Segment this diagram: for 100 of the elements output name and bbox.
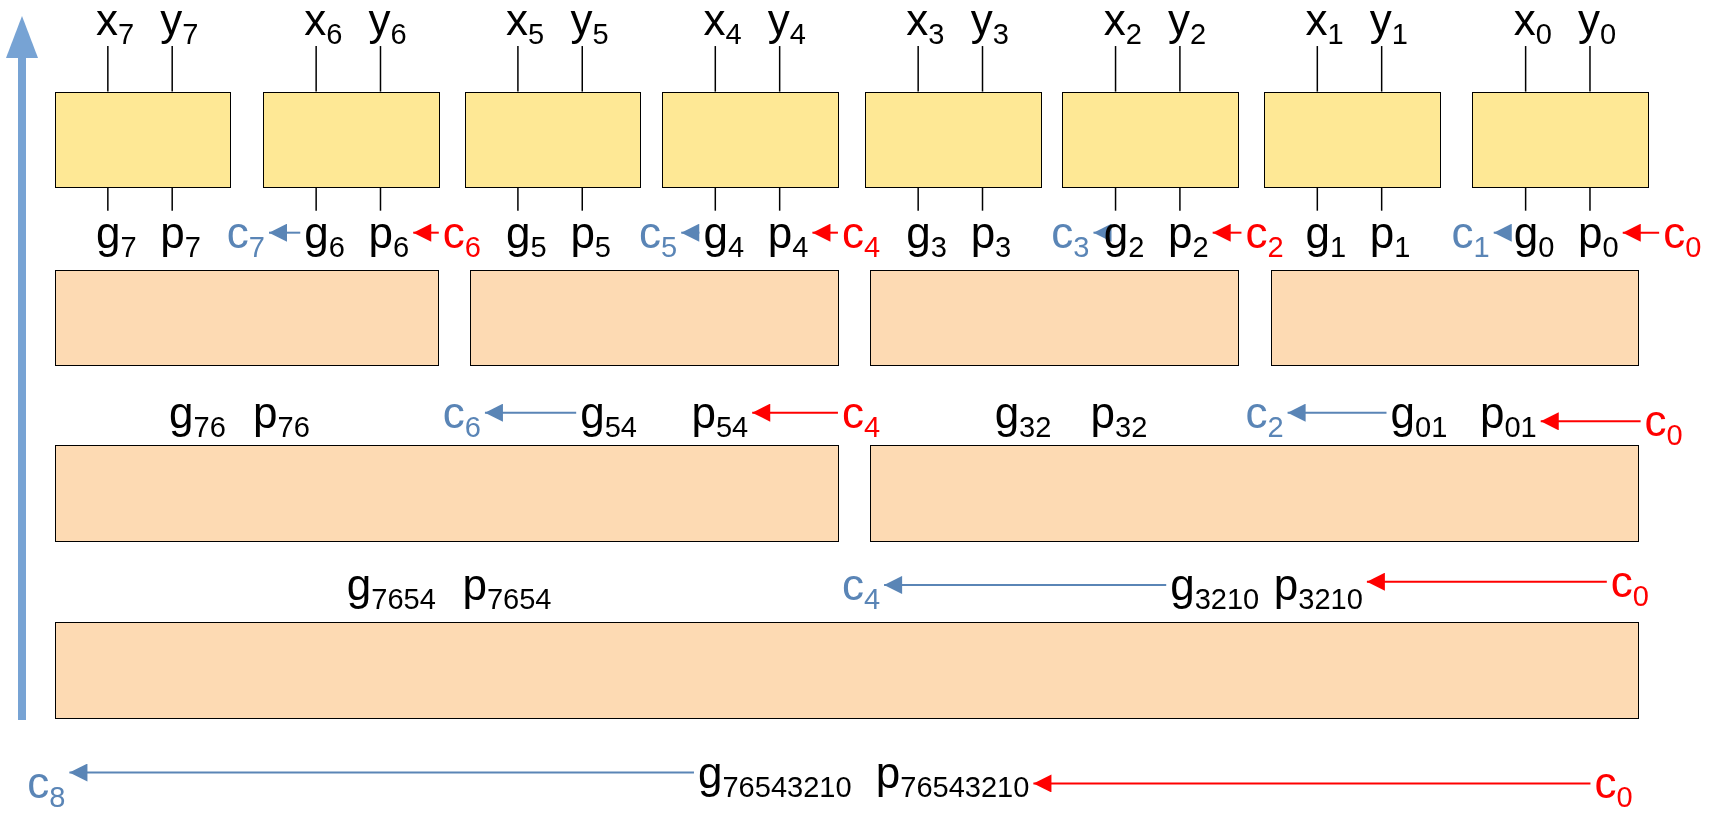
connector-line bbox=[917, 186, 919, 212]
signal-label: p$_{01}$ bbox=[1479, 390, 1537, 435]
bit-block bbox=[54, 91, 232, 188]
signal-label: x$_{6}$ bbox=[304, 0, 343, 43]
carry-label: c$_{4}$ bbox=[841, 390, 881, 435]
bit-block bbox=[662, 91, 839, 188]
signal-label: x$_{0}$ bbox=[1513, 0, 1552, 43]
carry-label: c$_{8}$ bbox=[27, 761, 66, 806]
connector-line bbox=[1179, 45, 1181, 93]
connector-line bbox=[379, 45, 382, 93]
arrow bbox=[1365, 572, 1608, 591]
connector-line bbox=[107, 45, 109, 93]
connector-line bbox=[1380, 45, 1383, 93]
arrow bbox=[1539, 412, 1642, 431]
signal-label: p$_{2}$ bbox=[1168, 210, 1209, 255]
bit-block bbox=[464, 91, 642, 188]
connector-line bbox=[315, 45, 317, 93]
bit-block bbox=[262, 91, 440, 188]
signal-label: p$_{0}$ bbox=[1578, 210, 1619, 255]
connector-line bbox=[1114, 45, 1117, 93]
signal-label: g$_{4}$ bbox=[703, 210, 745, 255]
group-block bbox=[870, 444, 1640, 542]
signal-label: g$_{32}$ bbox=[994, 390, 1052, 435]
signal-label: y$_{2}$ bbox=[1168, 0, 1207, 43]
group-block bbox=[54, 270, 440, 367]
carry-label: c$_{1}$ bbox=[1451, 210, 1490, 255]
signal-label: x$_{3}$ bbox=[906, 0, 945, 43]
arrow bbox=[1492, 223, 1512, 242]
arrow bbox=[883, 575, 1168, 594]
group-block bbox=[1270, 270, 1640, 367]
arrow bbox=[68, 763, 695, 782]
connector-line bbox=[171, 45, 173, 93]
connector-line bbox=[517, 186, 519, 212]
arrow bbox=[680, 223, 701, 242]
arrow bbox=[1092, 223, 1112, 242]
signal-label: g$_{0}$ bbox=[1513, 210, 1555, 255]
arrow bbox=[1211, 223, 1243, 242]
carry-label: c$_{6}$ bbox=[442, 210, 481, 255]
arrow bbox=[1286, 403, 1388, 422]
signal-label: g$_{01}$ bbox=[1390, 390, 1448, 435]
connector-line bbox=[917, 45, 919, 93]
signal-label: g$_{2}$ bbox=[1103, 210, 1145, 255]
signal-label: g$_{3}$ bbox=[906, 210, 947, 255]
group-block bbox=[54, 621, 1640, 719]
carry-label: c$_{4}$ bbox=[841, 210, 881, 255]
connector-line bbox=[517, 45, 519, 93]
signal-label: x$_{5}$ bbox=[506, 0, 545, 43]
signal-label: p$_{76}$ bbox=[253, 390, 310, 435]
signal-label: p$_{76543210}$ bbox=[875, 750, 1030, 795]
signal-label: y$_{3}$ bbox=[970, 0, 1009, 43]
signal-label: y$_{1}$ bbox=[1369, 0, 1408, 43]
carry-label: c$_{3}$ bbox=[1051, 210, 1090, 255]
connector-line bbox=[714, 186, 717, 212]
signal-label: y$_{7}$ bbox=[160, 0, 199, 43]
connector-line bbox=[1316, 186, 1319, 212]
connector-line bbox=[1589, 45, 1591, 93]
signal-label: g$_{54}$ bbox=[580, 390, 637, 435]
signal-label: x$_{2}$ bbox=[1103, 0, 1142, 43]
signal-label: g$_{6}$ bbox=[304, 210, 345, 255]
signal-label: g$_{7}$ bbox=[95, 210, 137, 255]
carry-label: c$_{5}$ bbox=[639, 210, 678, 255]
arrow bbox=[412, 223, 440, 242]
signal-label: y$_{5}$ bbox=[570, 0, 609, 43]
signal-label: p$_{4}$ bbox=[767, 210, 809, 255]
signal-label: x$_{4}$ bbox=[703, 0, 742, 43]
arrow bbox=[811, 223, 839, 242]
connector-line bbox=[981, 45, 984, 93]
signal-label: p$_{7}$ bbox=[160, 210, 201, 255]
signal-label: y$_{6}$ bbox=[368, 0, 407, 43]
connector-line bbox=[778, 186, 781, 212]
connector-line bbox=[1589, 186, 1591, 212]
connector-line bbox=[714, 45, 717, 93]
bit-block bbox=[1264, 91, 1441, 188]
connector-line bbox=[778, 45, 781, 93]
connector-line bbox=[171, 186, 173, 212]
connector-line bbox=[1316, 45, 1319, 93]
group-block bbox=[470, 270, 839, 367]
signal-label: x$_{1}$ bbox=[1305, 0, 1344, 43]
carry-label: c$_{0}$ bbox=[1663, 210, 1702, 255]
arrow bbox=[1032, 774, 1592, 793]
signal-label: g$_{76543210}$ bbox=[697, 750, 852, 795]
signal-label: p$_{32}$ bbox=[1090, 390, 1148, 435]
signal-label: y$_{0}$ bbox=[1578, 0, 1617, 43]
connector-line bbox=[1179, 186, 1181, 212]
connector-line bbox=[1380, 186, 1383, 212]
carry-label: c$_{2}$ bbox=[1245, 210, 1284, 255]
connector-line bbox=[981, 186, 984, 212]
carry-label: c$_{6}$ bbox=[442, 390, 481, 435]
carry-label: c$_{4}$ bbox=[841, 562, 881, 607]
signal-label: g$_{7654}$ bbox=[346, 562, 436, 607]
signal-label: p$_{7654}$ bbox=[462, 562, 552, 607]
signal-label: x$_{7}$ bbox=[95, 0, 135, 43]
arrow bbox=[268, 223, 302, 242]
carry-label: c$_{0}$ bbox=[1594, 761, 1633, 806]
group-block bbox=[870, 270, 1239, 367]
signal-label: g$_{3210}$ bbox=[1170, 562, 1260, 607]
arrow bbox=[751, 403, 839, 422]
carry-label: c$_{7}$ bbox=[226, 210, 265, 255]
bit-block bbox=[864, 91, 1042, 188]
signal-label: p$_{54}$ bbox=[691, 390, 749, 435]
